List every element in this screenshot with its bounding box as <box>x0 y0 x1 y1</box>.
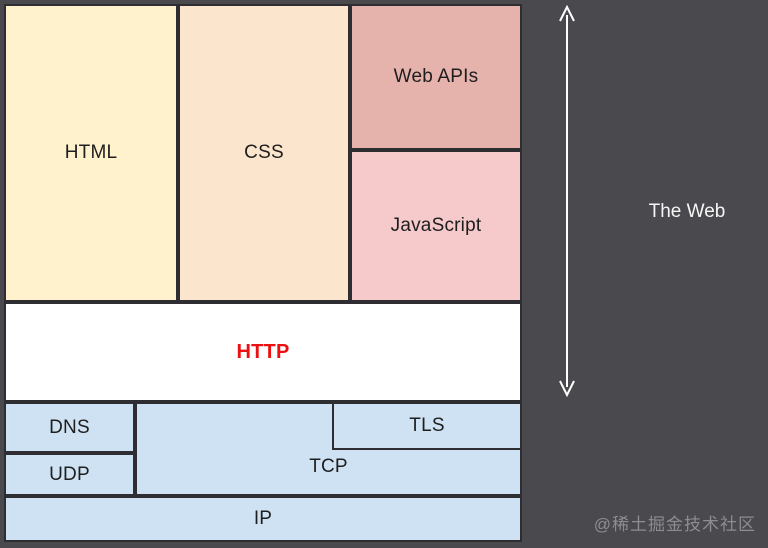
layer-label-http: HTTP <box>236 340 290 363</box>
layer-label-html: HTML <box>64 142 118 163</box>
annotation-the-web: The Web <box>648 201 726 222</box>
layer-box-css: CSS <box>178 4 350 302</box>
layer-box-tls: TLS <box>332 402 522 450</box>
layer-label-tls: TLS <box>409 415 445 436</box>
watermark-text: @稀土掘金技术社区 <box>593 515 756 534</box>
layer-box-http: HTTP <box>4 302 522 402</box>
layer-box-javascript: JavaScript <box>350 150 522 302</box>
layer-label-tcp: TCP <box>309 456 348 477</box>
layer-box-ip: IP <box>4 496 522 542</box>
layer-label-ip: IP <box>253 508 273 529</box>
layer-box-web-apis: Web APIs <box>350 4 522 150</box>
layer-label-css: CSS <box>244 142 284 163</box>
layer-box-udp: UDP <box>4 453 135 496</box>
layer-label-web-apis: Web APIs <box>393 66 479 87</box>
layer-label-javascript: JavaScript <box>390 215 482 236</box>
layer-label-udp: UDP <box>49 463 90 485</box>
layer-box-html: HTML <box>4 4 178 302</box>
double-headed-vertical-arrow-icon <box>559 5 575 397</box>
layer-label-dns: DNS <box>49 416 90 438</box>
layer-box-dns: DNS <box>4 402 135 453</box>
